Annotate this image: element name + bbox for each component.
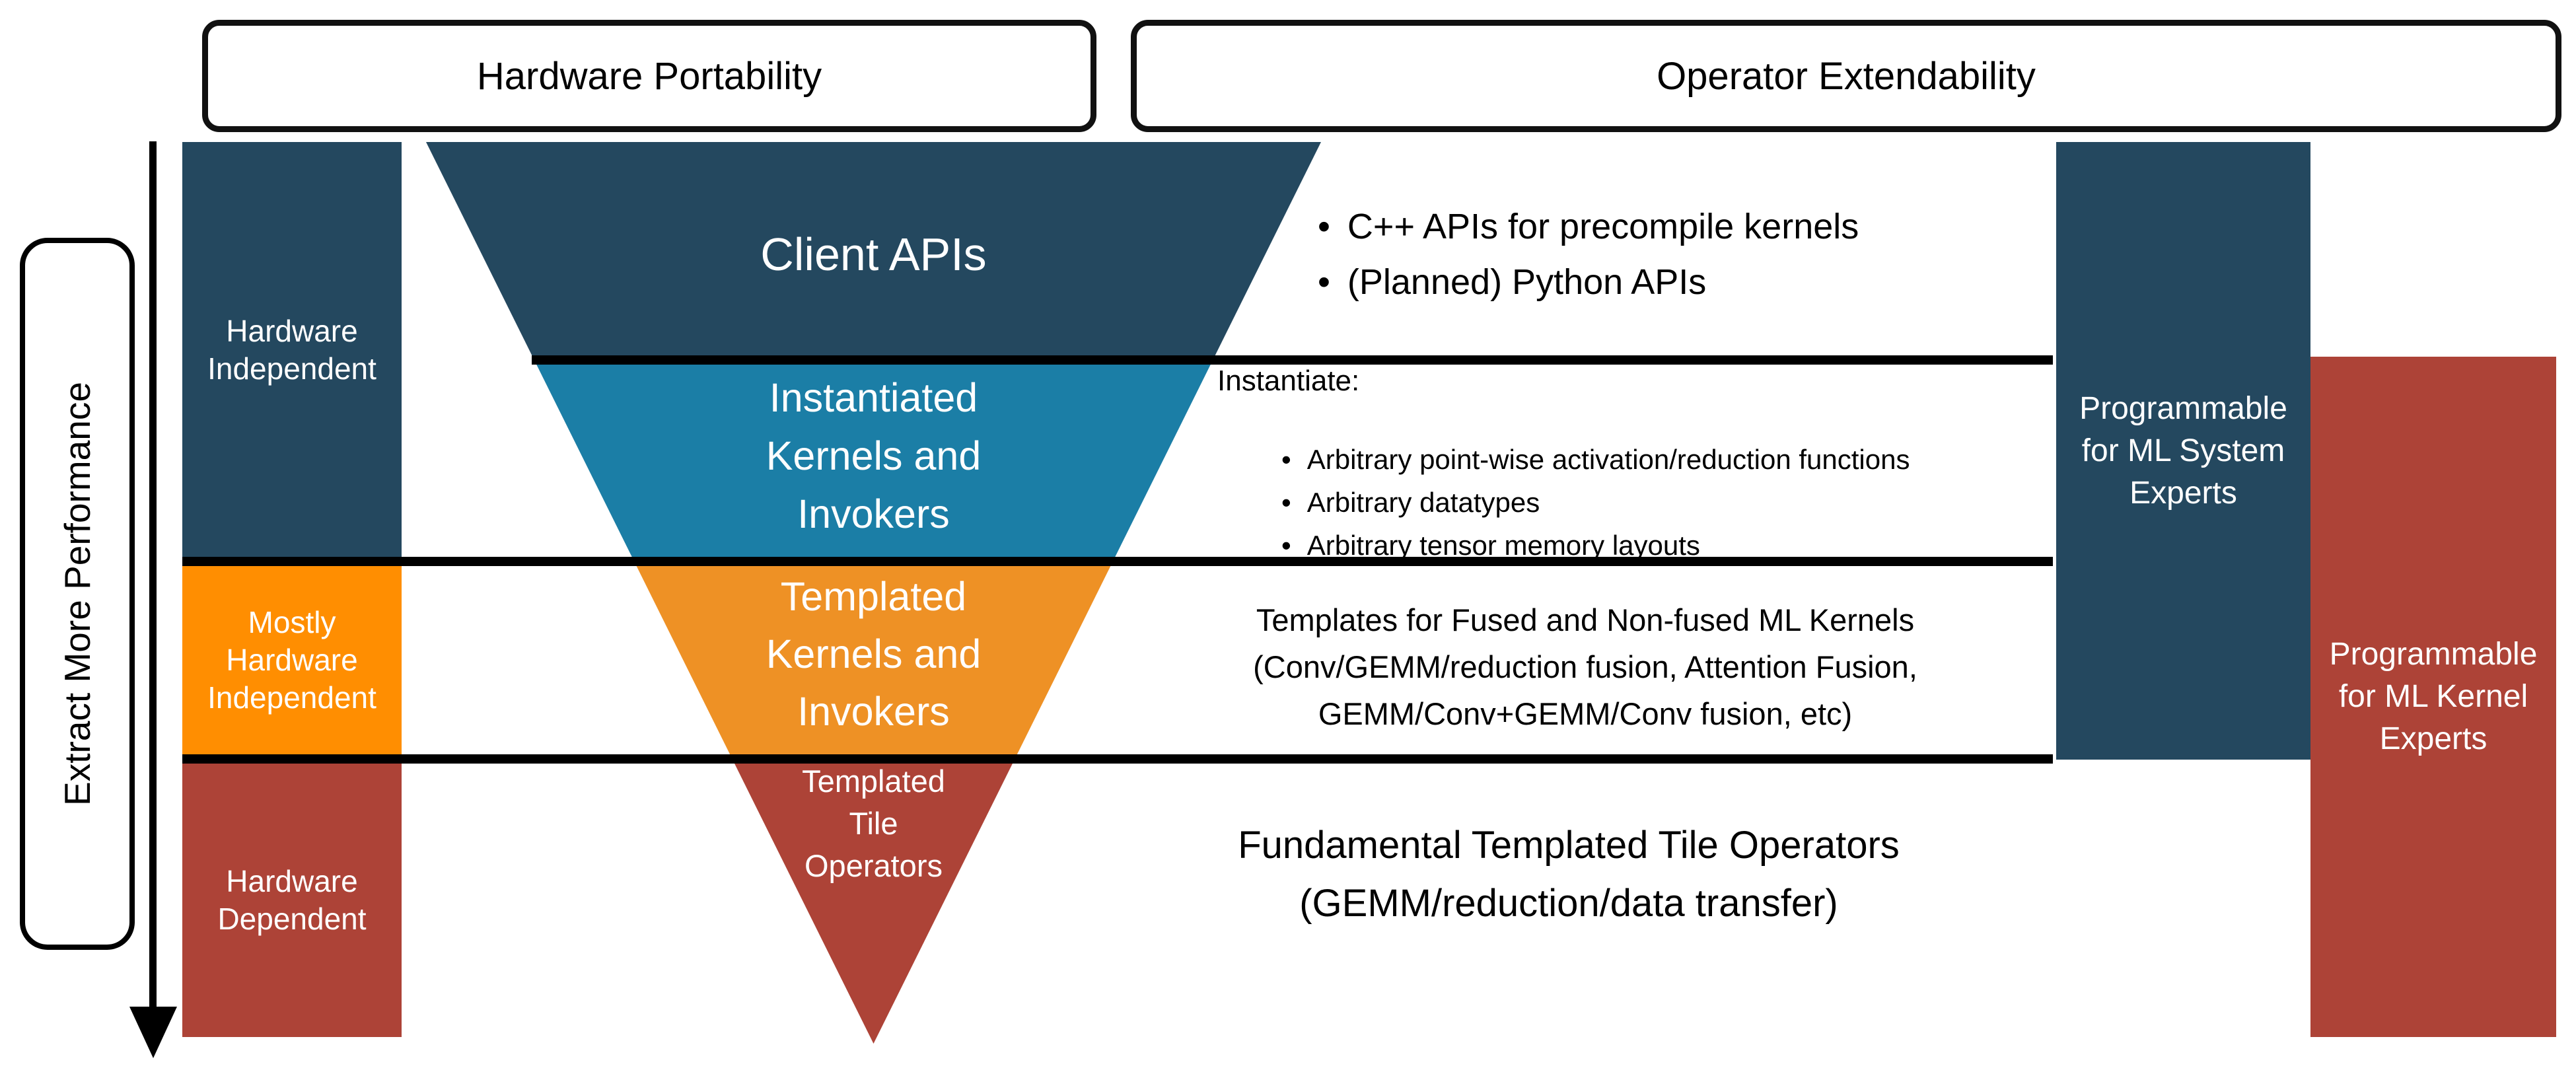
- mostly-hardware-independent-block: Mostly Hardware Independent: [182, 566, 402, 754]
- instantiate-bullet-list: Arbitrary point-wise activation/reductio…: [1281, 444, 1910, 573]
- operator-extendability-label: Operator Extendability: [1657, 54, 2036, 98]
- fundamental-annotation: Fundamental Templated Tile Operators (GE…: [1238, 824, 1900, 925]
- ml-system-experts-block: Programmable for ML System Experts: [2056, 142, 2310, 760]
- list-item: C++ APIs for precompile kernels: [1318, 206, 1859, 247]
- templated-kernels-label: Templated Kernels and Invokers: [766, 574, 982, 734]
- performance-arrow-head-icon: [129, 1007, 177, 1058]
- templated-tile-operators-label: Templated Tile Operators: [802, 764, 945, 883]
- extract-more-performance-label: Extract More Performance: [57, 382, 98, 806]
- client-api-bullet-list: C++ APIs for precompile kernels (Planned…: [1318, 206, 1859, 317]
- templates-annotation: Templates for Fused and Non-fused ML Ker…: [1253, 602, 1917, 731]
- bullet-text: C++ APIs for precompile kernels: [1347, 207, 1859, 246]
- instantiate-title: Instantiate:: [1217, 365, 1360, 397]
- ml-kernel-experts-block: Programmable for ML Kernel Experts: [2310, 357, 2556, 1037]
- performance-arrow-line: [149, 141, 157, 1009]
- bullet-icon: [1318, 206, 1330, 247]
- bullet-icon: [1281, 530, 1291, 561]
- hardware-independent-block: Hardware Independent: [182, 142, 402, 558]
- separator-line-2: [182, 557, 2053, 566]
- bullet-icon: [1281, 444, 1291, 476]
- list-item: (Planned) Python APIs: [1318, 262, 1859, 303]
- bullet-text: Arbitrary tensor memory layouts: [1306, 530, 1700, 561]
- bullet-text: (Planned) Python APIs: [1347, 262, 1707, 302]
- operator-extendability-box: Operator Extendability: [1131, 20, 2561, 132]
- hardware-dependent-block: Hardware Dependent: [182, 764, 402, 1037]
- client-apis-label: Client APIs: [760, 229, 987, 280]
- list-item: Arbitrary datatypes: [1281, 487, 1910, 519]
- ml-kernel-experts-label: Programmable for ML Kernel Experts: [2329, 637, 2538, 756]
- list-item: Arbitrary tensor memory layouts: [1281, 530, 1910, 561]
- ml-system-experts-label: Programmable for ML System Experts: [2079, 390, 2287, 511]
- instantiated-kernels-label: Instantiated Kernels and Invokers: [766, 375, 982, 536]
- separator-line-3: [182, 754, 2053, 764]
- bullet-text: Arbitrary point-wise activation/reductio…: [1306, 444, 1910, 475]
- bullet-icon: [1318, 262, 1330, 303]
- extract-more-performance-box: Extract More Performance: [20, 238, 135, 950]
- list-item: Arbitrary point-wise activation/reductio…: [1281, 444, 1910, 476]
- hardware-portability-box: Hardware Portability: [202, 20, 1096, 132]
- bullet-text: Arbitrary datatypes: [1306, 487, 1540, 518]
- funnel-band-client-apis: [426, 142, 1321, 355]
- bullet-icon: [1281, 487, 1291, 519]
- hardware-portability-label: Hardware Portability: [476, 54, 822, 98]
- hardware-independent-label: Hardware Independent: [207, 314, 376, 386]
- mostly-hardware-independent-label: Mostly Hardware Independent: [207, 605, 376, 715]
- separator-line-1: [532, 355, 2053, 365]
- hardware-dependent-label: Hardware Dependent: [217, 864, 367, 936]
